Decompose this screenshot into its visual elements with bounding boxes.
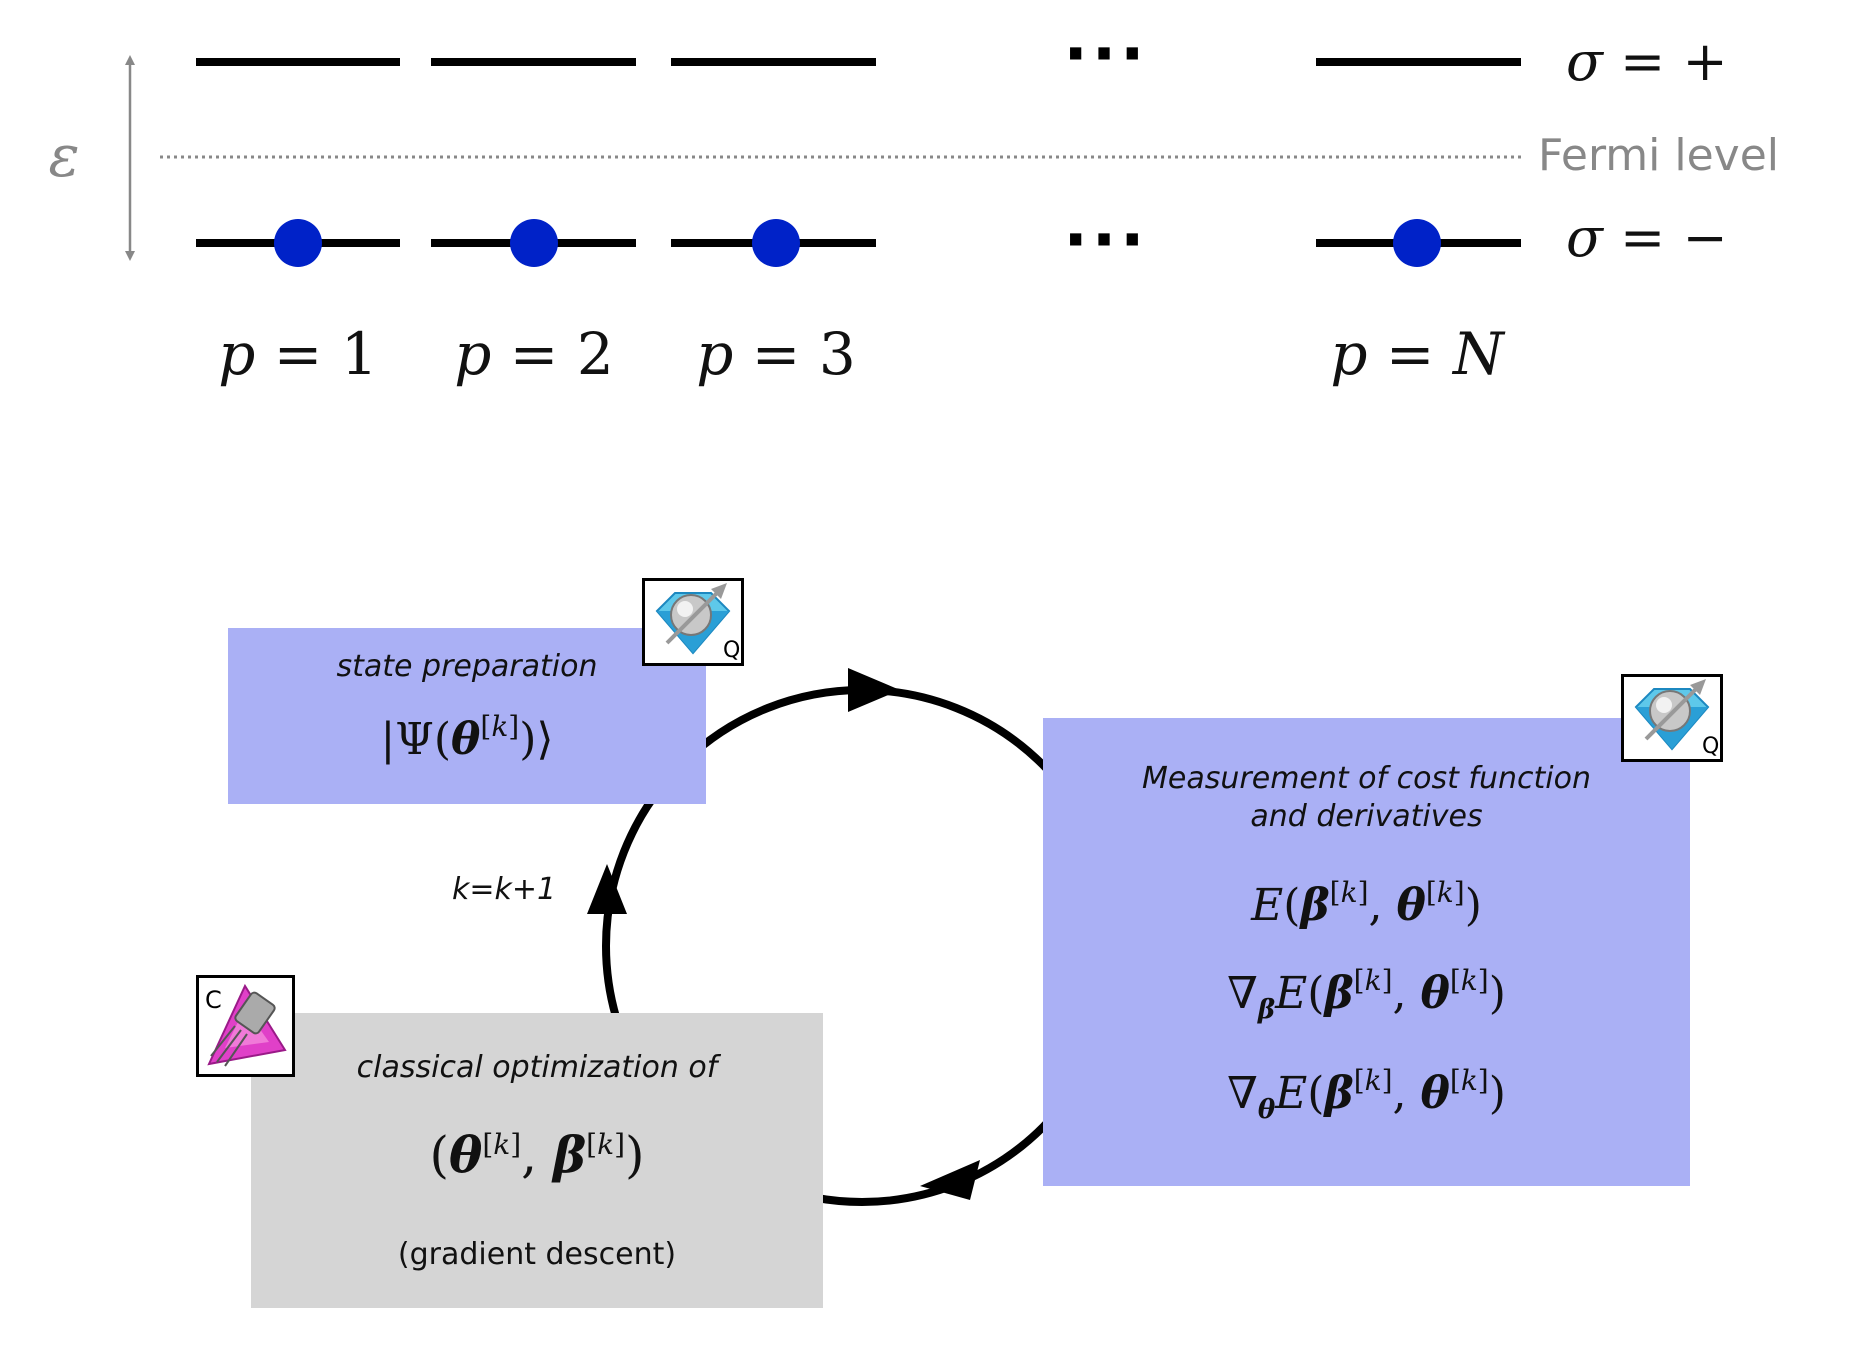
cycle-arrowheads bbox=[587, 668, 980, 1200]
electron-pN bbox=[1393, 219, 1441, 267]
classical-optimization-box: classical optimization of (θ[k], β[k]) (… bbox=[251, 1013, 823, 1308]
svg-text:C: C bbox=[205, 986, 222, 1014]
measurement-formula-energy: E(β[k], θ[k]) bbox=[1251, 876, 1482, 932]
cycle-arrow-bottom bbox=[920, 1160, 980, 1200]
measurement-formula-grad-beta: ∇βE(β[k], θ[k]) bbox=[1227, 964, 1506, 1025]
cycle-arrow-top bbox=[848, 668, 900, 712]
state-preparation-box: state preparation |Ψ(θ[k])⟩ bbox=[228, 628, 706, 804]
quantum-gem-icon: Q bbox=[642, 578, 744, 666]
measurement-title-line1: Measurement of cost function bbox=[1142, 761, 1591, 796]
quantum-gem-icon: Q bbox=[1621, 674, 1723, 762]
site-label-p3: p = 3 bbox=[696, 320, 856, 388]
svg-text:Q: Q bbox=[1702, 734, 1719, 759]
electron-p1 bbox=[274, 219, 322, 267]
iteration-label: k=k+1 bbox=[452, 872, 557, 907]
measurement-title-line2: and derivatives bbox=[1250, 799, 1483, 834]
svg-text:Q: Q bbox=[723, 638, 740, 663]
sigma-minus-label: σ = − bbox=[1566, 206, 1728, 269]
site-label-pN: p = N bbox=[1330, 320, 1506, 388]
electron-p3 bbox=[752, 219, 800, 267]
classical-optimization-title: classical optimization of bbox=[356, 1050, 718, 1085]
site-label-p2: p = 2 bbox=[454, 320, 614, 388]
measurement-box: Measurement of cost function and derivat… bbox=[1043, 718, 1690, 1186]
state-preparation-formula: |Ψ(θ[k])⟩ bbox=[380, 710, 554, 766]
ellipsis-upper: ··· bbox=[1064, 18, 1149, 92]
classical-optimization-formula: (θ[k], β[k]) bbox=[429, 1125, 645, 1184]
ellipsis-lower: ··· bbox=[1064, 204, 1149, 278]
electrons bbox=[274, 219, 1441, 267]
site-label-p1: p = 1 bbox=[218, 320, 378, 388]
measurement-formula-grad-theta: ∇θE(β[k], θ[k]) bbox=[1227, 1064, 1506, 1125]
energy-symbol: ε bbox=[48, 122, 79, 190]
electron-p2 bbox=[510, 219, 558, 267]
fermi-level-label: Fermi level bbox=[1538, 130, 1779, 181]
sigma-plus-label: σ = + bbox=[1566, 30, 1728, 93]
classical-optimization-note: (gradient descent) bbox=[397, 1237, 677, 1272]
site-labels: p = 1 p = 2 p = 3 p = N bbox=[218, 320, 1506, 388]
state-preparation-title: state preparation bbox=[336, 649, 598, 684]
classical-chip-icon: C bbox=[196, 975, 295, 1077]
cycle-arrow-left bbox=[587, 864, 627, 914]
